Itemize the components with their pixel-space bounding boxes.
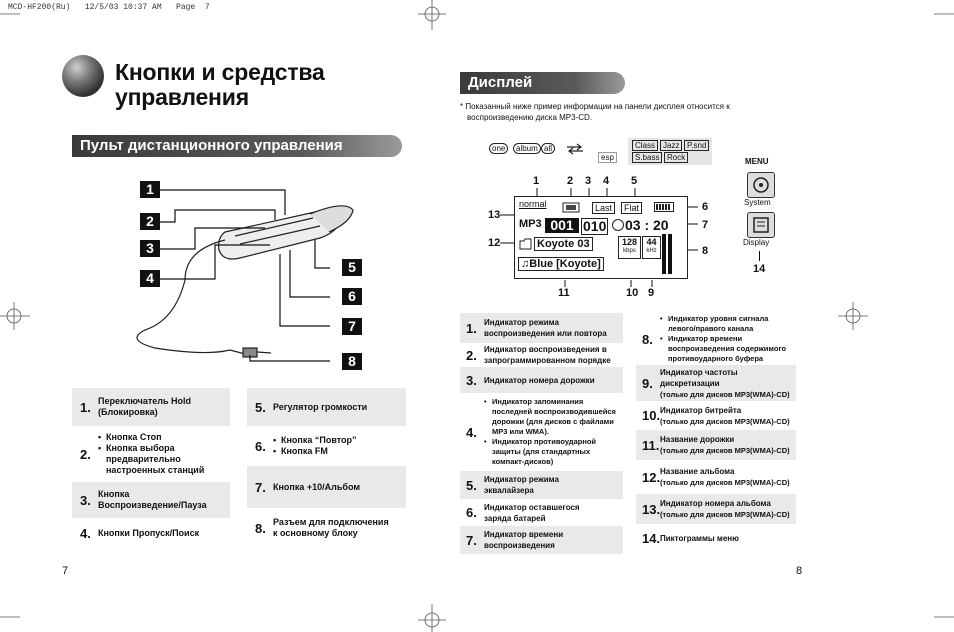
section-remote: Пульт дистанционного управления [72, 135, 402, 157]
battery-icon [654, 202, 674, 212]
lcd-time: 03 : 20 [625, 217, 669, 233]
page-number-right: 8 [796, 565, 803, 577]
display-item-4: 4. Индикатор запоминания последней воспр… [460, 393, 623, 471]
folder-icon [519, 238, 532, 250]
legend-item-7: 7. Кнопка +10/Альбом [247, 466, 406, 508]
mode-album: album [513, 143, 541, 154]
display-num-10: 10 [626, 287, 639, 299]
display-item-12: 12. Название альбома(только для дисков M… [636, 460, 796, 494]
remote-control-illustration [136, 189, 354, 362]
display-note: * Показанный ниже пример информации на п… [460, 102, 730, 122]
callout-7: 7 [342, 318, 362, 335]
mode-one: one [489, 143, 509, 154]
display-label: Display [743, 238, 770, 247]
display-num-13: 13 [488, 209, 501, 221]
lcd-samplerate-value: 44 [646, 237, 657, 247]
system-menu-icon [747, 172, 775, 198]
lcd-panel: normal Last Flat MP3 001 010 03 : 20 Koy… [514, 196, 688, 279]
callout-3: 3 [140, 240, 160, 257]
eq-rock: Rock [664, 152, 689, 163]
menu-leader [759, 251, 760, 261]
legend-item-4: 4. Кнопки Пропуск/Поиск [72, 518, 230, 548]
display-item-14: 14. Пиктограммы меню [636, 524, 796, 553]
print-header: MCD-HF200(Ru) 12/5/03 10:37 AM Page 7 [8, 3, 210, 12]
menu-label: MENU [745, 157, 769, 166]
display-num-4: 4 [603, 175, 610, 187]
legend-item-1: 1. Переключатель Hold(Блокировка) [72, 388, 230, 426]
legend-item-2: 2. Кнопка СтопКнопка выбора предваритель… [72, 426, 230, 482]
callout-4: 4 [140, 270, 160, 287]
lcd-flat: Flat [621, 202, 643, 214]
display-num-11: 11 [558, 287, 570, 299]
system-label: System [744, 198, 771, 207]
lcd-track-name: ♫Blue [Koyote] [518, 257, 604, 271]
display-item-10: 10. Индикатор битрейта(только для дисков… [636, 401, 796, 430]
eq-sbass: S.bass [632, 152, 663, 163]
display-num-8: 8 [702, 245, 709, 257]
display-num-1: 1 [533, 175, 540, 187]
display-item-8: 8. Индикатор уровня сигнала левого/право… [636, 313, 796, 365]
note-icon: ♫ [521, 258, 530, 270]
title-bullet-ball [62, 55, 104, 97]
program-icon [562, 202, 580, 213]
display-num-12: 12 [488, 237, 501, 249]
lcd-normal: normal [519, 199, 547, 209]
display-num-5: 5 [631, 175, 638, 187]
eq-jazz: Jazz [660, 140, 683, 151]
section-display: Дисплей [460, 72, 625, 94]
page-title-line2: управления [115, 84, 249, 110]
legend-item-5: 5. Регулятор громкости [247, 388, 406, 426]
page-title-line1: Кнопки и средства [115, 59, 325, 85]
lcd-samplerate: 44 kHz [642, 236, 661, 259]
lcd-album-name: Koyote 03 [534, 237, 593, 251]
display-num-6: 6 [702, 201, 709, 213]
callout-5: 5 [342, 259, 362, 276]
callout-6: 6 [342, 288, 362, 305]
display-item-13: 13. Индикатор номера альбома(только для … [636, 494, 796, 524]
display-menu-icon [747, 212, 775, 238]
legend-item-6: 6. Кнопка “Повтор”Кнопка FM [247, 426, 406, 466]
display-item-11: 11. Название дорожки(только для дисков M… [636, 430, 796, 460]
repeat-arrows-icon [567, 143, 583, 155]
eq-options-box [628, 138, 712, 165]
display-num-2: 2 [567, 175, 574, 187]
page-number-left: 7 [62, 565, 69, 577]
callout-2: 2 [140, 213, 160, 230]
clock-icon [612, 219, 624, 231]
callout-8: 8 [342, 353, 362, 370]
lcd-bitrate-value: 128 [621, 237, 638, 247]
lcd-bitrate: 128 kbps [618, 236, 641, 259]
display-num-9: 9 [648, 287, 655, 299]
page-title: Кнопки и средства управления [115, 60, 325, 110]
mode-all: all [541, 143, 556, 154]
display-num-14: 14 [753, 263, 766, 275]
display-num-3: 3 [585, 175, 592, 187]
eq-class: Class [632, 140, 659, 151]
eq-psnd: P.snd [684, 140, 710, 151]
lcd-bitrate-unit: kbps [623, 248, 636, 254]
esp-indicator: esp [598, 152, 617, 163]
callout-1: 1 [140, 181, 160, 198]
mp3-indicator: MP3 [519, 218, 542, 230]
lcd-album-number: 010 [581, 218, 609, 235]
lcd-track-number: 001 [545, 218, 579, 233]
lcd-last: Last [592, 202, 616, 214]
display-item-3: 3. Индикатор номера дорожки [460, 367, 623, 393]
display-num-7: 7 [702, 219, 709, 231]
lcd-samplerate-unit: kHz [646, 248, 657, 254]
level-meter [662, 234, 674, 274]
